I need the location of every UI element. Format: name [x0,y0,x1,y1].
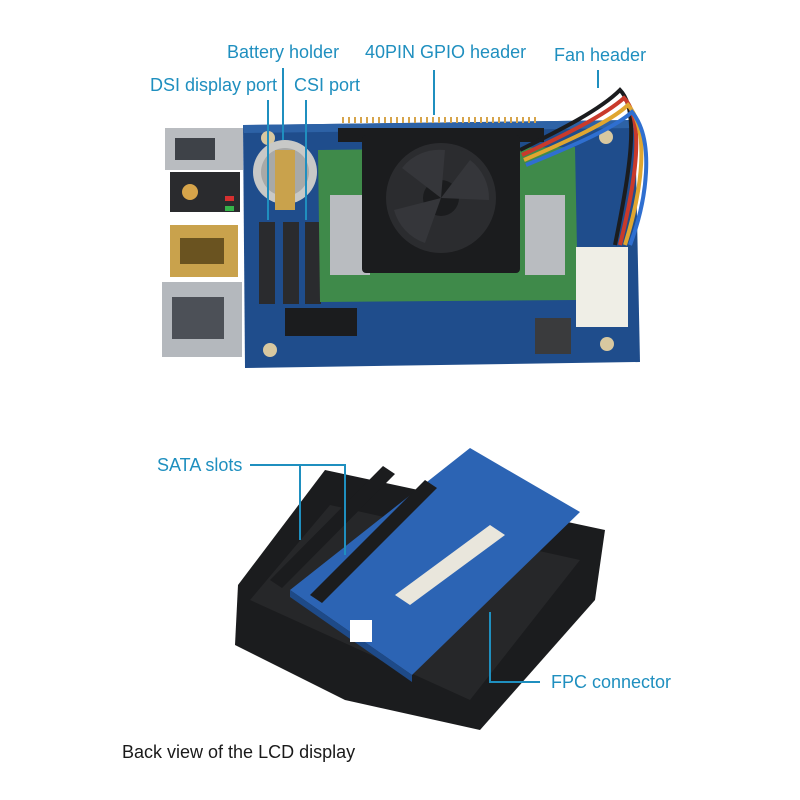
act-led [225,206,234,211]
top-leader-lines [267,68,599,220]
fan-header [576,247,628,327]
caption: Back view of the LCD display [122,742,356,762]
battery-holder-label: Battery holder [227,42,340,62]
lcd-back-assembly [235,448,605,730]
csi-port-label: CSI port [294,75,361,95]
bottom-leader-lines [250,464,540,683]
sata-leader-b [300,464,346,555]
fpc-connector [395,525,505,605]
carrier-board [162,87,649,368]
csi-connector-a [283,222,299,304]
dsi-display-port-label: DSI display port [150,75,278,95]
lcd-pcb [290,448,580,675]
power-jack [170,172,240,212]
mounting-hole [599,130,613,144]
fpc-connector-label: FPC connector [551,672,672,692]
waveshare-logo [350,620,372,642]
mounting-hole [263,343,277,357]
sata-slot-2 [310,480,437,603]
fpc-leader [489,612,540,683]
inductor [535,318,571,354]
dsi-connector [259,222,275,304]
sata-slot-1 [270,466,395,588]
fan-header-label: Fan header [554,45,647,65]
ethernet-chip [285,308,357,336]
pwr-led [225,196,234,201]
csi-connector-b [305,222,321,304]
sata-slots-label: SATA slots [157,455,243,475]
mounting-hole [600,337,614,351]
gpio-header-label: 40PIN GPIO header [365,42,527,62]
